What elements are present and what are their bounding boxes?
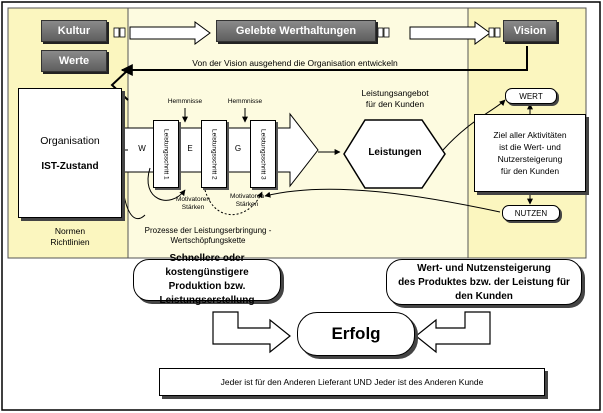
leistungsschritt-3-box: Leistungsschritt 3	[250, 120, 276, 188]
organisation-box: Organisation IST-Zustand	[18, 88, 122, 218]
vision-feedback-line	[120, 46, 528, 76]
wertsteigerung-line-2: des Produktes bzw. der Leistung für	[398, 277, 570, 288]
chain-icon-vision	[488, 27, 501, 38]
process-letter-e: E	[187, 144, 193, 153]
process-letter-w: W	[138, 144, 146, 153]
hemmnisse-label-1: Hemmnisse	[167, 98, 203, 105]
normen-label: Normen Richtlinien	[20, 226, 120, 248]
leistungsschritt-1-box: Leistungsschritt 1	[153, 120, 179, 188]
ziel-line-4: für den Kunden	[500, 166, 560, 176]
vision-label: Vision	[513, 25, 547, 37]
motivatoren-text-2: Motivatoren	[230, 193, 264, 200]
arrow-schneller-erfolg	[212, 311, 291, 354]
schneller-line-2: Produktion bzw. Leistungserstellung	[159, 281, 255, 306]
chain-icon-left	[113, 27, 126, 38]
arrow-wert-erfolg	[415, 311, 491, 354]
ziel-line-1: Ziel aller Aktivitäten	[493, 130, 567, 140]
wert-label: WERT	[519, 91, 543, 101]
leistungen-label: Leistungen	[368, 147, 422, 158]
leistungsschritt-2-label: Leistungsschritt 2	[210, 128, 218, 180]
wert-box: WERT	[505, 88, 557, 104]
ziel-box: Ziel aller Aktivitäten ist die Wert- und…	[474, 114, 586, 192]
staerken-text-1: Stärken	[181, 204, 205, 211]
wertsteigerung-line-3: den Kunden	[455, 291, 513, 302]
schneller-box: Schnellere oder kostengünstigere Produkt…	[133, 253, 281, 306]
chain-icon-right	[377, 27, 390, 38]
kultur-box: Kultur	[41, 20, 107, 42]
leistungen-hexagon	[343, 119, 446, 189]
leistungsschritt-3-label: Leistungsschritt 3	[259, 128, 267, 180]
richtlinien-text: Richtlinien	[50, 237, 90, 247]
erfolg-box: Erfolg	[297, 312, 415, 356]
process-caption-2: Wertschöpfungskette	[170, 236, 246, 245]
motivatoren-label-1: Motivatoren Stärken	[168, 196, 218, 212]
hemmnisse-label-2: Hemmnisse	[227, 98, 263, 105]
motivatoren-text-1: Motivatoren	[176, 196, 210, 203]
staerken-text-2: Stärken	[235, 201, 259, 208]
gelebte-werthaltungen-box: Gelebte Werthaltungen	[216, 20, 376, 42]
swoop-arrow-1	[147, 167, 186, 201]
vision-line-label: Von der Vision ausgehend die Organisatio…	[192, 58, 398, 68]
leistungsangebot-label: Leistungsangebot für den Kunden	[350, 88, 440, 110]
nutzen-box: NUTZEN	[502, 205, 560, 221]
organisation-title: Organisation	[40, 134, 100, 147]
leistungsschritt-2-box: Leistungsschritt 2	[201, 120, 227, 188]
arrow-kultur-gelebte	[129, 21, 211, 45]
vision-box: Vision	[503, 20, 557, 42]
erfolg-label: Erfolg	[331, 324, 381, 343]
arrow-org-swoop	[121, 179, 146, 220]
motivatoren-label-2: Motivatoren Stärken	[222, 193, 272, 209]
ist-zustand-label: IST-Zustand	[41, 160, 99, 172]
nutzen-label: NUTZEN	[514, 208, 548, 218]
werte-label: Werte	[58, 55, 90, 67]
leistungsangebot-text-1: Leistungsangebot	[361, 88, 429, 98]
schneller-line-1: Schnellere oder kostengünstigere	[165, 253, 249, 278]
normen-text: Normen	[54, 226, 86, 236]
gelebte-label: Gelebte Werthaltungen	[235, 25, 357, 37]
wertsteigerung-line-1: Wert- und Nutzensteigerung	[417, 263, 551, 274]
process-caption-1: Prozesse der Leistungserbringung -	[144, 226, 272, 235]
wertsteigerung-box: Wert- und Nutzensteigerung des Produktes…	[386, 259, 582, 305]
werte-box: Werte	[41, 50, 107, 72]
chevron-arrow	[110, 69, 129, 101]
ziel-line-2: ist die Wert- und	[499, 142, 561, 152]
arrow-gelebte-vision	[409, 21, 491, 45]
swoop-arrow-2	[204, 189, 263, 216]
kultur-label: Kultur	[57, 25, 91, 37]
leistungsschritt-1-label: Leistungsschritt 1	[162, 128, 170, 180]
ziel-line-3: Nutzersteigerung	[497, 154, 563, 164]
leistungsangebot-text-2: für den Kunden	[365, 99, 425, 109]
footer-label: Jeder ist für den Anderen Lieferant UND …	[220, 377, 484, 387]
process-letter-g: G	[234, 144, 242, 153]
arrow-nutzen-process	[264, 188, 501, 213]
footer-box: Jeder ist für den Anderen Lieferant UND …	[159, 368, 545, 396]
process-caption: Prozesse der Leistungserbringung - Werts…	[138, 226, 278, 246]
